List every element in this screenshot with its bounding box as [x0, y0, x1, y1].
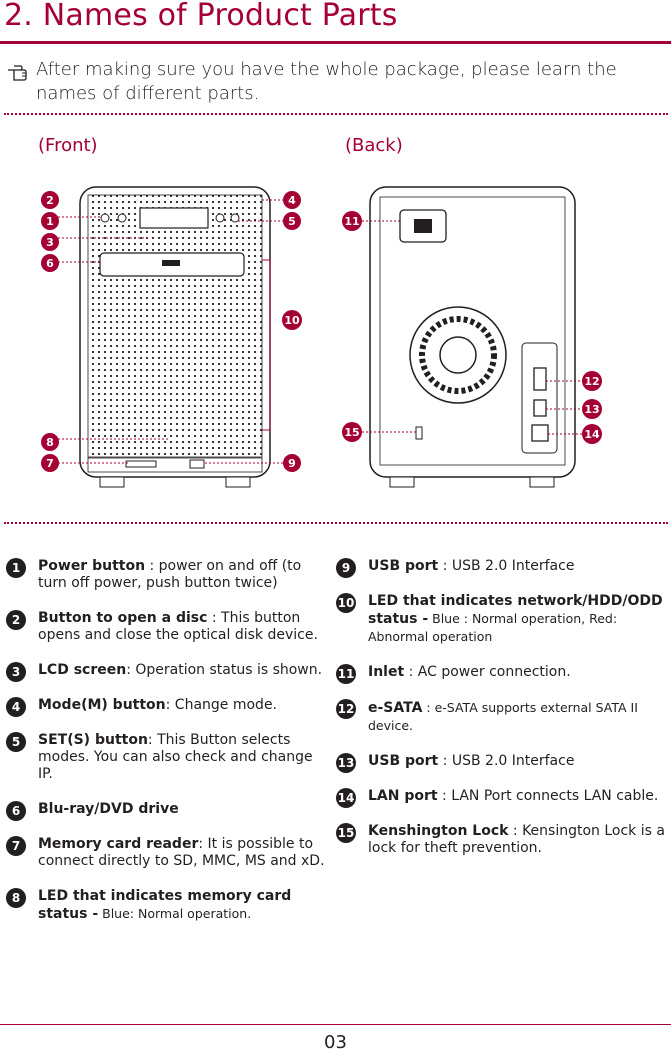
back-label: (Back): [345, 135, 403, 156]
part-label: USB port: [368, 753, 439, 769]
title-divider: [0, 41, 671, 44]
part-number: 8: [6, 888, 26, 908]
callout-label: 15: [344, 426, 359, 439]
part-label: LED that indicates network/HDD/ODD statu…: [368, 593, 663, 627]
back-callouts: 11 15 12 13 14: [342, 211, 602, 444]
part-desc: : It is possible to connect directly to …: [38, 836, 325, 869]
part-number: 14: [336, 788, 356, 808]
part-number: 9: [336, 558, 356, 578]
callout-label: 9: [288, 457, 296, 470]
part-number: 13: [336, 753, 356, 773]
part-number: 6: [6, 801, 26, 821]
callout-label: 1: [46, 215, 54, 228]
part-number: 7: [6, 836, 26, 856]
callout-label: 6: [46, 257, 54, 270]
page-number: 03: [324, 1032, 347, 1053]
part-item: 5 SET(S) button: This Button selects mode…: [4, 732, 326, 783]
part-label: Inlet: [368, 664, 405, 680]
callout-label: 3: [46, 236, 54, 249]
part-number: 15: [336, 823, 356, 843]
callout-label: 13: [584, 403, 599, 416]
page-title: 2. Names of Product Parts: [4, 0, 398, 33]
front-label: (Front): [38, 135, 98, 156]
part-item: 2 Button to open a disc : This button ope…: [4, 610, 326, 644]
dotted-divider-bottom: [4, 522, 668, 524]
part-label: Blu-ray/DVD drive: [38, 801, 179, 817]
part-desc: : e-SATA supports external SATA II devic…: [368, 700, 638, 733]
part-number: 4: [6, 697, 26, 717]
part-label: Button to open a disc: [38, 610, 208, 626]
pointing-hand-icon: [8, 65, 27, 81]
dotted-divider-top: [4, 113, 668, 115]
part-item: 9 USB port : USB 2.0 Interface: [334, 558, 668, 578]
callout-label: 11: [344, 215, 359, 228]
part-desc: : USB 2.0 Interface: [438, 753, 575, 769]
part-label: LAN port: [368, 788, 438, 804]
callout-label: 8: [46, 436, 54, 449]
part-item: 8 LED that indicates memory card status -…: [4, 888, 326, 923]
callout-label: 2: [46, 194, 54, 207]
part-desc: : USB 2.0 Interface: [438, 558, 575, 574]
part-number: 3: [6, 662, 26, 682]
part-label: Kenshington Lock: [368, 823, 509, 839]
front-view-illustration: 2 1 3 6 8 7 4 5 10 9: [41, 186, 302, 488]
part-item: 6 Blu-ray/DVD drive: [4, 801, 326, 821]
part-desc: Blue: Normal operation.: [98, 906, 252, 921]
callout-label: 5: [288, 215, 296, 228]
callout-label: 7: [46, 457, 54, 470]
part-item: 14 LAN port : LAN Port connects LAN cable…: [334, 788, 668, 808]
part-desc: : LAN Port connects LAN cable.: [437, 788, 659, 804]
part-label: SET(S) button: [38, 732, 148, 748]
part-item: 15 Kenshington Lock : Kensington Lock is …: [334, 823, 668, 857]
intro-text: After making sure you have the whole pac…: [36, 59, 617, 104]
part-number: 12: [336, 699, 356, 719]
part-item: 1 Power button : power on and off (to tur…: [4, 558, 326, 592]
parts-list-left: 1 Power button : power on and off (to tur…: [4, 558, 326, 941]
part-item: 4 Mode(M) button: Change mode.: [4, 697, 326, 717]
callout-label: 4: [288, 194, 296, 207]
part-number: 11: [336, 664, 356, 684]
part-label: Mode(M) button: [38, 697, 166, 713]
part-number: 1: [6, 558, 26, 578]
part-desc: : Change mode.: [165, 697, 278, 713]
part-label: e-SATA: [368, 700, 423, 716]
part-label: USB port: [368, 558, 439, 574]
front-callouts: 2 1 3 6 8 7 4 5 10 9: [41, 191, 302, 472]
part-item: 10 LED that indicates network/HDD/ODD sta…: [334, 593, 668, 646]
footer-divider: [0, 1024, 671, 1025]
part-label: Memory card reader: [38, 836, 199, 852]
part-desc: Blue : Normal operation, Red: Abnormal o…: [368, 611, 618, 644]
part-label: LCD screen: [38, 662, 127, 678]
part-label: LED that indicates memory card status -: [38, 888, 292, 922]
callout-label: 14: [584, 428, 600, 441]
part-desc: : This button opens and close the optica…: [38, 610, 318, 643]
part-item: 3 LCD screen: Operation status is shown.: [4, 662, 326, 682]
part-desc: : AC power connection.: [404, 664, 571, 680]
callout-label: 12: [584, 375, 599, 388]
part-desc: : Kensington Lock is a lock for theft pr…: [368, 823, 665, 856]
part-desc: : This Button selects modes. You can als…: [38, 732, 313, 782]
part-desc: : Operation status is shown.: [126, 662, 323, 678]
back-view-illustration: 11 15 12 13 14: [342, 186, 602, 488]
part-item: 13 USB port : USB 2.0 Interface: [334, 753, 668, 773]
part-item: 11 Inlet : AC power connection.: [334, 664, 668, 684]
part-number: 5: [6, 732, 26, 752]
part-label: Power button: [38, 558, 146, 574]
part-item: 7 Memory card reader: It is possible to c…: [4, 836, 326, 870]
callout-label: 10: [284, 314, 300, 327]
part-desc: : power on and off (to turn off power, p…: [38, 558, 302, 591]
part-item: 12 e-SATA : e-SATA supports external SATA…: [334, 699, 668, 735]
part-number: 10: [336, 593, 356, 613]
part-number: 2: [6, 610, 26, 630]
